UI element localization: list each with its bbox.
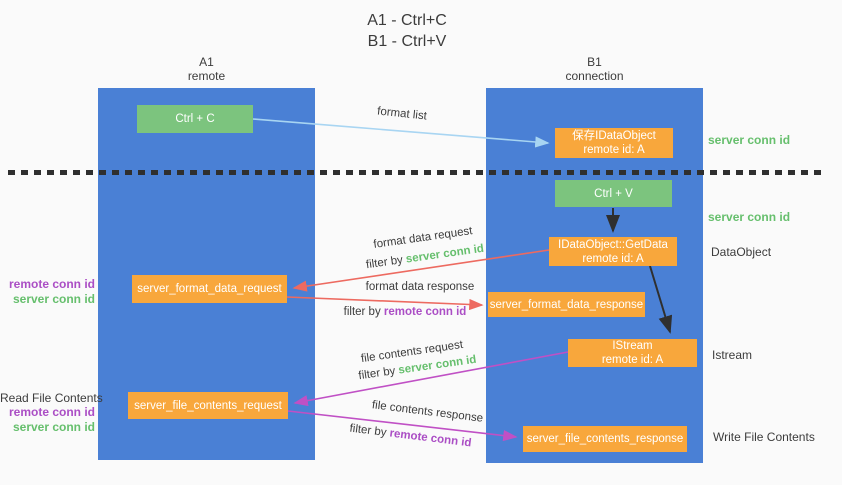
node-idataobject-getdata: IDataObject::GetData remote id: A <box>549 237 677 266</box>
label-server-conn-id-right-mid: server conn id <box>708 210 791 224</box>
filter-by-text: filter by <box>357 364 400 383</box>
lane-b1-role: connection <box>565 69 624 83</box>
server-conn-id-text: server conn id <box>405 242 485 266</box>
filter-by-text: filter by <box>348 422 391 440</box>
lane-header-b1: B1 connection <box>486 55 703 83</box>
label-dataobject: DataObject <box>711 245 772 259</box>
title-line-1: A1 - Ctrl+C <box>367 12 447 29</box>
node-istream: IStream remote id: A <box>568 339 697 367</box>
label-format-list: format list <box>376 105 428 123</box>
node-server-format-data-response: server_format_data_response <box>488 292 645 317</box>
node-save-idataobject-line1: 保存IDataObject <box>572 130 656 142</box>
label-server-conn-id-left-1: server conn id <box>12 292 95 306</box>
node-server-format-data-request-label: server_format_data_request <box>137 283 282 295</box>
label-istream: Istream <box>712 348 753 362</box>
label-filter-by-remote-conn-id-1: filter by remote conn id <box>330 306 480 318</box>
node-save-idataobject: 保存IDataObject remote id: A <box>555 128 673 158</box>
title-line-2: B1 - Ctrl+V <box>367 33 447 50</box>
node-idataobject-getdata-line1: IDataObject::GetData <box>558 238 668 251</box>
label-filter-by-remote-conn-id-2: filter by remote conn id <box>333 421 488 452</box>
node-ctrl-c: Ctrl + C <box>137 105 253 133</box>
label-write-file-contents: Write File Contents <box>713 430 815 444</box>
lane-a1-role: remote <box>187 69 226 83</box>
filter-by-text: filter by <box>343 306 384 318</box>
node-ctrl-c-label: Ctrl + C <box>175 113 215 125</box>
node-server-file-contents-response-label: server_file_contents_response <box>526 433 684 445</box>
node-server-format-data-request: server_format_data_request <box>132 275 287 303</box>
node-idataobject-getdata-line2: remote id: A <box>582 252 644 265</box>
node-ctrl-v: Ctrl + V <box>555 180 672 207</box>
diagram-title: A1 - Ctrl+C B1 - Ctrl+V <box>0 10 814 52</box>
node-ctrl-v-label: Ctrl + V <box>594 187 633 200</box>
node-istream-line2: remote id: A <box>601 354 664 366</box>
label-format-data-response: format data response <box>365 281 475 293</box>
lane-b1-name: B1 <box>587 55 602 69</box>
remote-conn-id-text: remote conn id <box>383 306 467 318</box>
node-save-idataobject-line2: remote id: A <box>583 144 645 156</box>
label-server-conn-id-left-2: server conn id <box>12 420 95 434</box>
node-server-file-contents-request: server_file_contents_request <box>128 392 288 419</box>
lane-a1-name: A1 <box>199 55 214 69</box>
node-server-file-contents-response: server_file_contents_response <box>523 426 687 452</box>
label-read-file-contents: Read File Contents <box>0 391 103 405</box>
machine-separator-dashed-line <box>8 170 826 175</box>
filter-by-text: filter by <box>365 253 407 272</box>
node-server-file-contents-request-label: server_file_contents_request <box>134 399 282 412</box>
node-istream-line1: IStream <box>612 340 653 352</box>
lane-header-a1: A1 remote <box>98 55 315 83</box>
format-data-response-arrow <box>286 296 484 311</box>
label-file-contents-response: file contents response <box>371 399 484 425</box>
label-server-conn-id-right-top: server conn id <box>708 133 791 147</box>
label-remote-conn-id-left-1: remote conn id <box>8 277 95 291</box>
node-server-format-data-response-label: server_format_data_response <box>489 298 644 311</box>
remote-conn-id-text: remote conn id <box>388 427 473 450</box>
label-remote-conn-id-left-2: remote conn id <box>8 405 95 419</box>
